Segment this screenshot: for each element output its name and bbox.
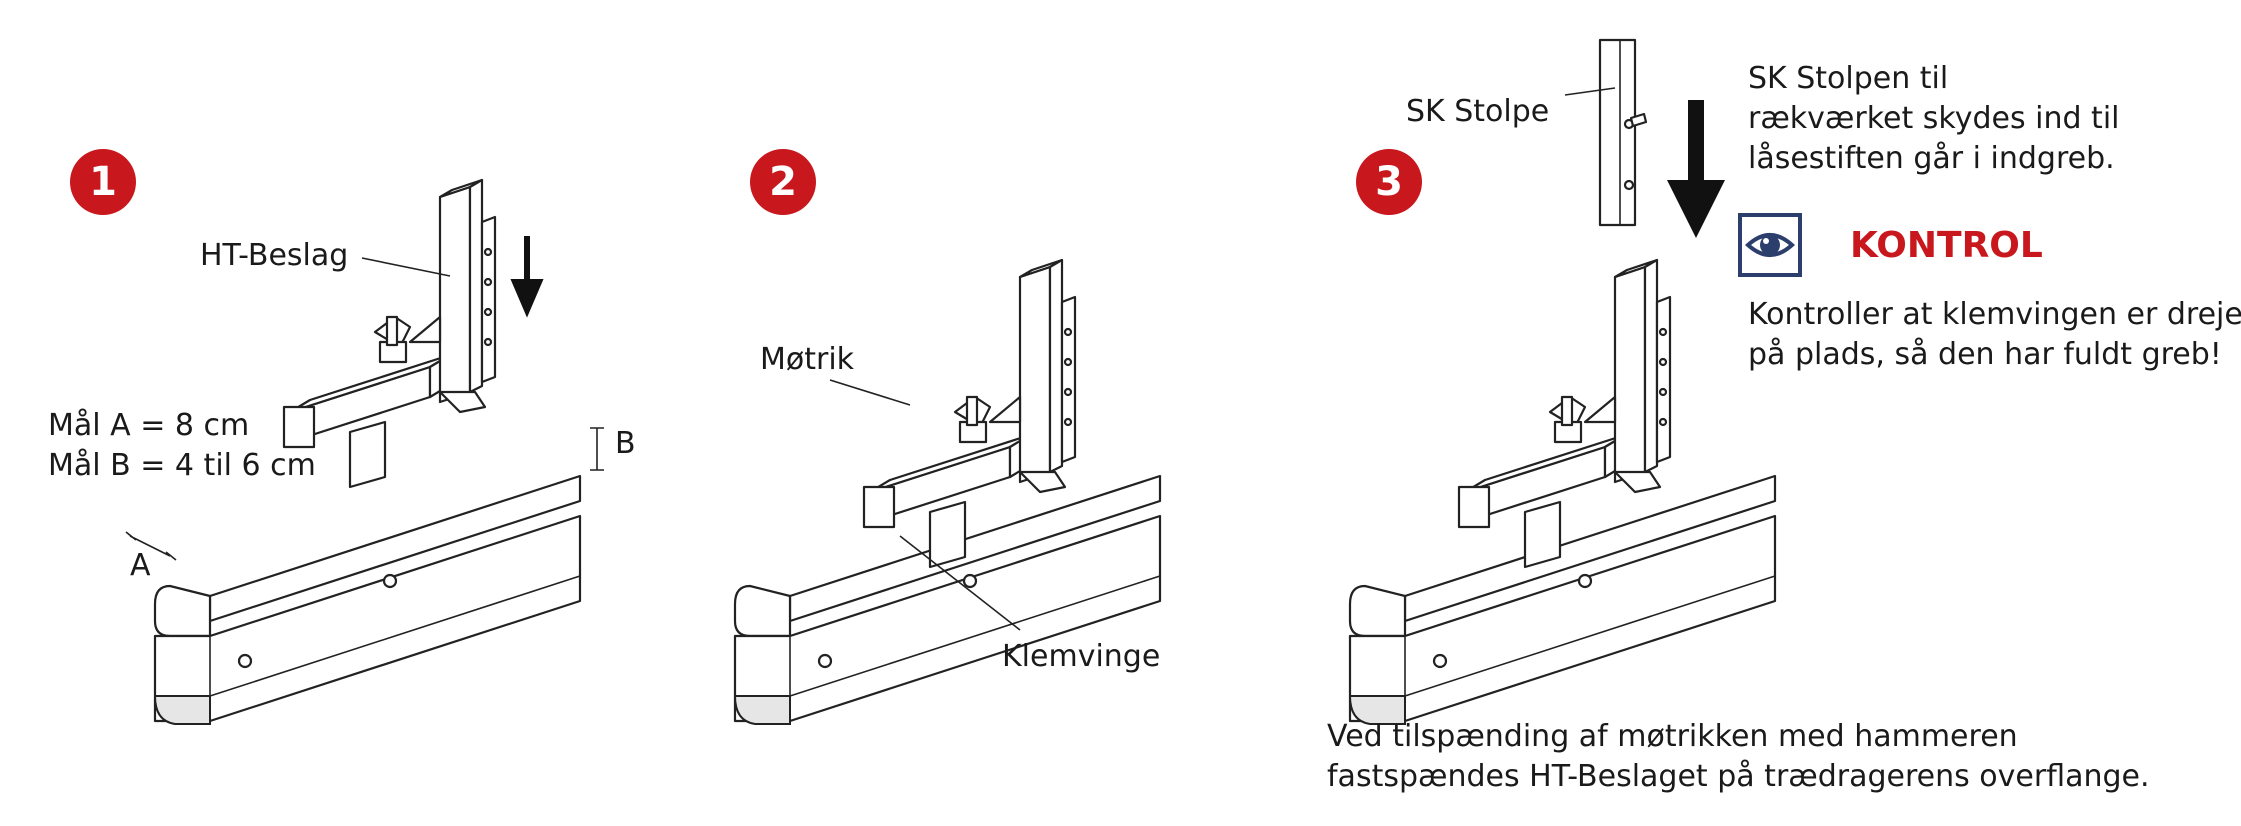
step-3-badge: 3	[1356, 149, 1422, 215]
footer-line-1: Ved tilspænding af møtrikken med hammere…	[1327, 719, 2018, 754]
eye-icon	[1738, 213, 1802, 277]
instruction-line-1: SK Stolpen til	[1748, 61, 1949, 96]
label-dim-a: A	[130, 548, 151, 583]
footer-line-2: fastspændes HT-Beslaget på trædragerens …	[1327, 759, 2150, 794]
kontrol-text-line-1: Kontroller at klemvingen er drejet	[1748, 297, 2241, 332]
step-1-badge: 1	[70, 149, 136, 215]
label-dim-b: B	[615, 426, 636, 461]
label-motrik: Møtrik	[760, 342, 855, 377]
step-2-badge: 2	[750, 149, 816, 215]
kontrol-title: KONTROL	[1850, 225, 2043, 266]
down-arrow-icon	[510, 236, 544, 318]
label-klemvinge: Klemvinge	[1002, 639, 1161, 674]
label-ht-beslag: HT-Beslag	[200, 238, 349, 273]
label-sk-stolpe: SK Stolpe	[1406, 94, 1550, 129]
label-mal-b: Mål B = 4 til 6 cm	[48, 448, 316, 483]
down-arrow-icon-large	[1667, 100, 1725, 238]
instruction-line-2: rækværket skydes ind til	[1748, 101, 2120, 136]
kontrol-text-line-2: på plads, så den har fuldt greb!	[1748, 337, 2222, 372]
label-mal-a: Mål A = 8 cm	[48, 408, 250, 443]
instruction-line-3: låsestiften går i indgreb.	[1748, 141, 2115, 176]
